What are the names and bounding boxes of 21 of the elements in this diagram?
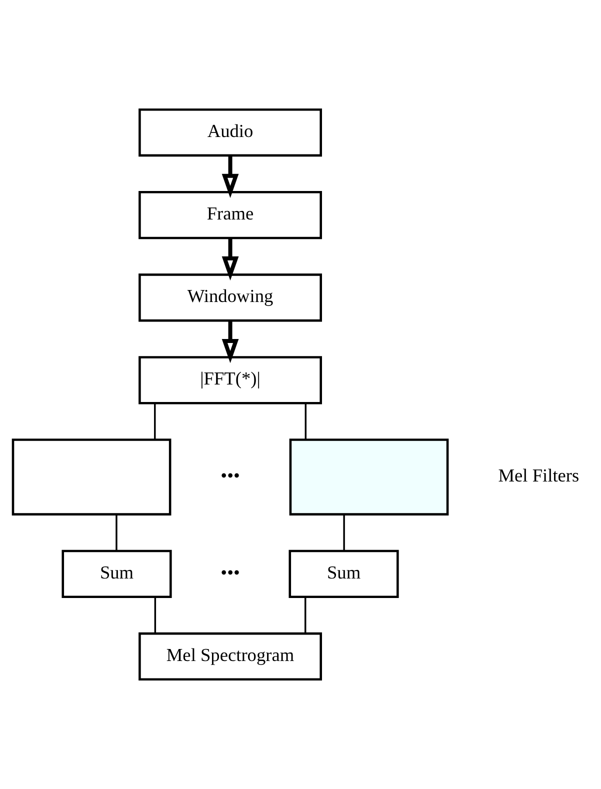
node-box	[12, 438, 172, 516]
node-box: Frame	[138, 190, 322, 240]
arrow	[222, 238, 239, 281]
label: •••	[220, 562, 240, 582]
label: Mel Filters	[498, 465, 580, 486]
connector	[304, 596, 306, 634]
connector	[343, 514, 345, 551]
node-box: Sum	[288, 550, 399, 598]
node-box: |FFT(*)|	[138, 356, 322, 404]
node-box	[289, 438, 449, 516]
node-box: Sum	[62, 550, 172, 598]
node-box: Audio	[138, 108, 322, 157]
node-box: Windowing	[138, 274, 322, 322]
connector	[304, 403, 307, 440]
node-box: Mel Spectrogram	[138, 632, 322, 681]
connector	[154, 596, 156, 634]
label: •••	[220, 465, 240, 486]
arrow	[222, 156, 239, 198]
connector	[154, 403, 156, 440]
connector	[116, 514, 118, 551]
arrow	[222, 320, 239, 364]
